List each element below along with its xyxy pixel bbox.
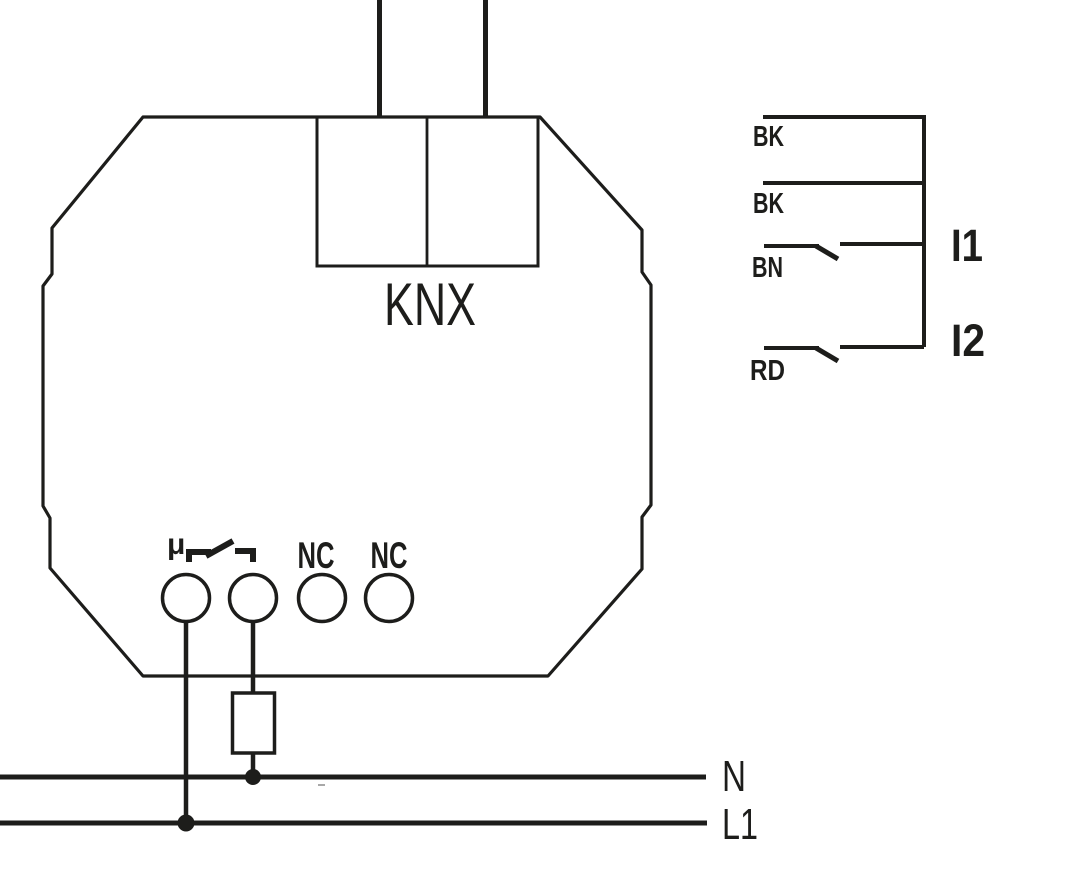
- bn-switch-symbol: [764, 242, 924, 262]
- n-label: N: [722, 752, 746, 801]
- terminal-circle-4: [363, 572, 415, 624]
- junction-dot-n: [245, 769, 261, 785]
- rd-switch-blade: [814, 345, 840, 364]
- i1-channel-label: I1: [951, 220, 983, 271]
- i2-channel-label: I2: [951, 315, 985, 366]
- terminal-circle-1: [160, 572, 212, 624]
- bn-switch-blade: [814, 243, 840, 262]
- bk1-label: BK: [753, 121, 784, 153]
- bn-label: BN: [752, 252, 783, 284]
- bk2-label: BK: [753, 188, 784, 220]
- nc-label-1: NC: [298, 535, 335, 576]
- rd-switch-symbol: [764, 345, 924, 364]
- input-wires-group: BK BK BN RD I1 I2: [750, 115, 985, 387]
- relay-contact-right: [235, 548, 256, 562]
- relay-mu-symbol: μ: [167, 528, 185, 561]
- terminal-circle-3: [296, 572, 348, 624]
- rd-label: RD: [750, 355, 785, 387]
- load-symbol: [230, 691, 277, 755]
- knx-label: KNX: [384, 271, 476, 338]
- l1-label: L1: [722, 800, 758, 849]
- flush-box-outline: [41, 115, 653, 678]
- relay-contact-blade: [204, 538, 235, 559]
- relay-contact-left: [186, 549, 211, 562]
- nc-label-2: NC: [371, 535, 408, 576]
- relay-contact-symbol: μ: [167, 528, 256, 562]
- terminal-circle-2: [227, 572, 279, 624]
- junction-dot-l1: [177, 814, 195, 832]
